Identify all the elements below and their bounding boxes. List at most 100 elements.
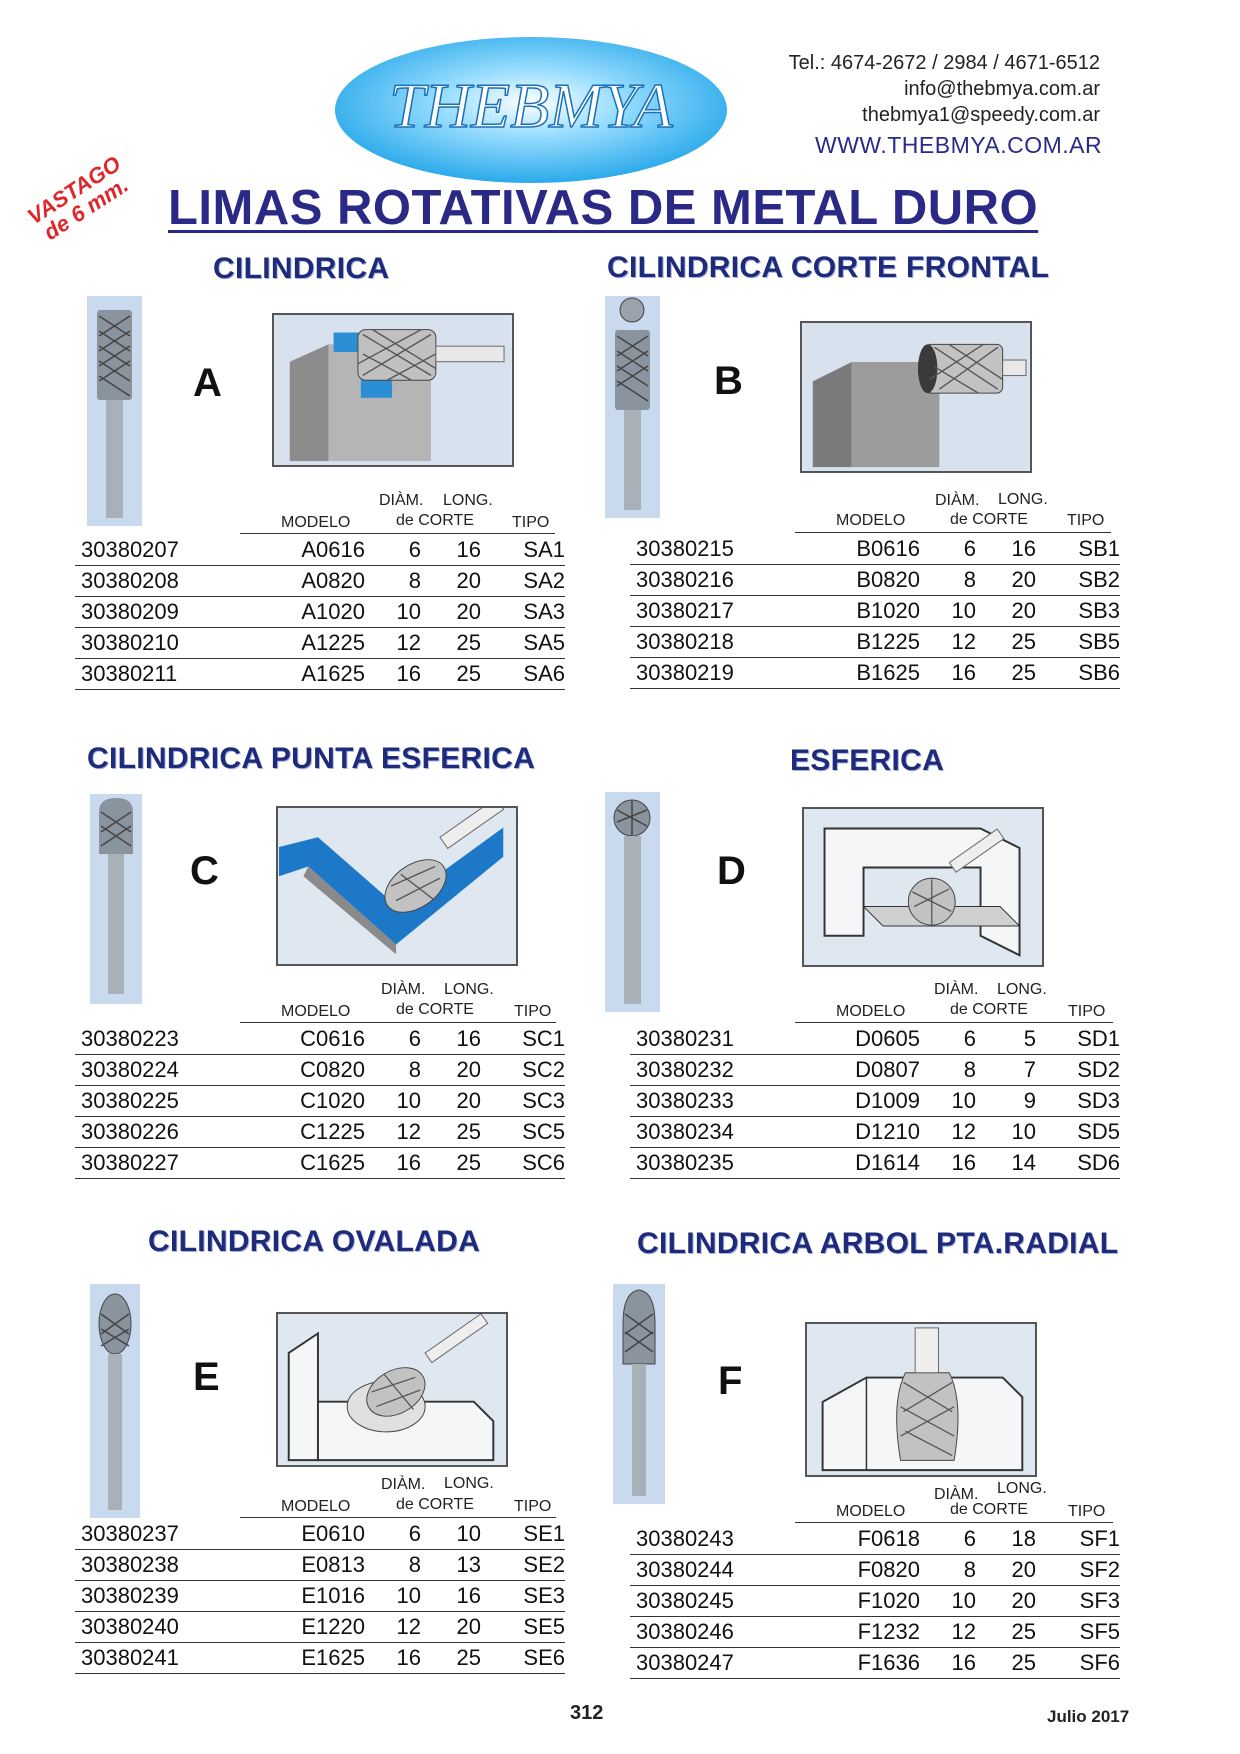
section-letter-d: D	[717, 849, 746, 893]
type-cell: SA5	[481, 627, 565, 659]
email-text-2: thebmya1@speedy.com.ar	[862, 104, 1100, 126]
type-cell: SE3	[481, 1580, 565, 1612]
section-letter-f: F	[718, 1359, 743, 1403]
usage-illustration-f	[805, 1322, 1037, 1477]
col-head-modelo: MODELO	[281, 1003, 351, 1020]
header-rule	[240, 1022, 556, 1023]
col-head-tipo: TIPO	[514, 1498, 552, 1515]
col-head-long: LONG.	[444, 1475, 494, 1492]
cut-length-cell: 13	[421, 1549, 481, 1581]
article-code-cell: 30380211	[75, 658, 241, 690]
model-cell: A0820	[241, 565, 365, 597]
col-head-long: LONG.	[444, 981, 494, 998]
cut-length-cell: 16	[421, 535, 481, 566]
type-cell: SC1	[481, 1024, 565, 1055]
brand-text: THEBMYA	[389, 70, 673, 141]
cut-length-cell: 25	[976, 1616, 1036, 1648]
cut-length-cell: 20	[976, 1585, 1036, 1617]
article-code-cell: 30380226	[75, 1116, 241, 1148]
model-cell: D1614	[796, 1147, 920, 1179]
type-cell: SC5	[481, 1116, 565, 1148]
diameter-cell: 10	[920, 595, 976, 627]
article-code-cell: 30380231	[630, 1024, 796, 1055]
diameter-cell: 8	[920, 564, 976, 596]
col-head-modelo: MODELO	[281, 1498, 351, 1515]
col-head-tipo: TIPO	[512, 514, 550, 531]
diameter-cell: 8	[365, 1549, 421, 1581]
article-code-cell: 30380224	[75, 1054, 241, 1086]
diameter-cell: 10	[920, 1585, 976, 1617]
diameter-cell: 6	[365, 1519, 421, 1550]
col-head-de-corte: de CORTE	[950, 1001, 1028, 1018]
cut-length-cell: 20	[976, 595, 1036, 627]
cut-length-cell: 18	[976, 1524, 1036, 1555]
cut-length-cell: 5	[976, 1024, 1036, 1055]
article-code-cell: 30380247	[630, 1647, 796, 1679]
cut-length-cell: 20	[421, 1054, 481, 1086]
col-head-diam: DIÀM.	[381, 1476, 426, 1493]
burr-photo-c	[90, 794, 142, 1004]
cut-length-cell: 10	[976, 1116, 1036, 1148]
diameter-cell: 16	[365, 1147, 421, 1179]
section-title-d: ESFERICA	[790, 744, 945, 777]
diameter-cell: 10	[365, 1580, 421, 1612]
website-link[interactable]: WWW.THEBMYA.COM.AR	[815, 132, 1103, 158]
cut-length-cell: 25	[421, 658, 481, 690]
col-head-modelo: MODELO	[836, 1503, 906, 1520]
col-head-de-corte: de CORTE	[396, 1496, 474, 1513]
diameter-cell: 16	[920, 1147, 976, 1179]
header-rule	[795, 532, 1111, 533]
model-cell: E1016	[241, 1580, 365, 1612]
diameter-cell: 10	[365, 596, 421, 628]
article-code-cell: 30380219	[630, 657, 796, 689]
diameter-cell: 8	[920, 1054, 976, 1086]
diameter-cell: 8	[365, 565, 421, 597]
model-cell: A1020	[241, 596, 365, 628]
page-number: 312	[570, 1702, 604, 1724]
type-cell: SA2	[481, 565, 565, 597]
col-head-diam: DIÀM.	[381, 981, 426, 998]
shank-badge: VASTAGO de 6 mm.	[23, 151, 136, 247]
col-head-tipo: TIPO	[514, 1003, 552, 1020]
model-cell: A1225	[241, 627, 365, 659]
model-cell: E1220	[241, 1611, 365, 1643]
col-head-modelo: MODELO	[836, 1003, 906, 1020]
diameter-cell: 16	[920, 1647, 976, 1679]
article-code-cell: 30380223	[75, 1024, 241, 1055]
section-title-c: CILINDRICA PUNTA ESFERICA	[87, 742, 536, 775]
diameter-cell: 12	[920, 1616, 976, 1648]
model-cell: B0616	[796, 534, 920, 565]
col-head-tipo: TIPO	[1067, 512, 1105, 529]
col-head-de-corte: de CORTE	[396, 512, 474, 529]
article-code-cell: 30380210	[75, 627, 241, 659]
model-cell: B1625	[796, 657, 920, 689]
article-code-cell: 30380235	[630, 1147, 796, 1179]
header-rule	[240, 533, 555, 534]
type-cell: SA6	[481, 658, 565, 690]
type-cell: SF6	[1036, 1647, 1120, 1679]
cut-length-cell: 20	[976, 564, 1036, 596]
model-cell: F1020	[796, 1585, 920, 1617]
type-cell: SF1	[1036, 1524, 1120, 1555]
cut-length-cell: 25	[421, 1642, 481, 1674]
article-code-cell: 30380234	[630, 1116, 796, 1148]
cut-length-cell: 16	[421, 1580, 481, 1612]
section-letter-b: B	[714, 359, 743, 403]
burr-photo-d	[605, 792, 660, 1012]
